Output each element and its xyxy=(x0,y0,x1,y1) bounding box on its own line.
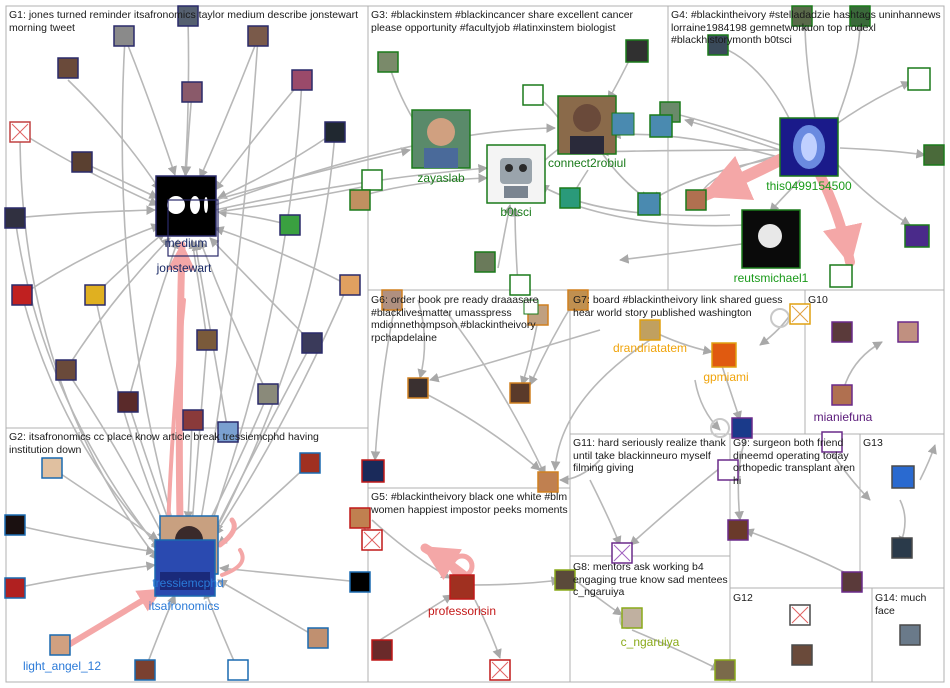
group-label-g13: G13 xyxy=(863,437,883,449)
node-label-b0tsci: b0tsci xyxy=(500,205,531,219)
node-label-tressiemcphd: tressiemcphd xyxy=(152,576,223,590)
node-label-this0499154500: this0499154500 xyxy=(766,179,852,193)
node-label-jonstewart: jonstewart xyxy=(156,261,212,275)
group-label-g2: G2: itsafronomics cc place know article … xyxy=(9,431,319,456)
group-label-g4: G4: #blackintheivory #stelladadzie hasht… xyxy=(671,9,941,46)
avatar-nodes xyxy=(4,5,945,681)
group-label-g8: G8: mentors ask working b4 engaging true… xyxy=(573,561,728,598)
major-nodes xyxy=(154,95,839,600)
group-label-g6: G6: order book pre ready draaasare #blac… xyxy=(371,294,539,344)
group-label-g11: G11: hard seriously realize thank until … xyxy=(573,437,726,474)
group-label-g10: G10 xyxy=(808,294,828,306)
node-label-drandriatatem: drandriatatem xyxy=(613,341,687,355)
group-label-g14: G14: much face xyxy=(875,592,927,617)
node-label-itsafronomics: itsafronomics xyxy=(149,599,220,613)
group-label-g7: G7: board #blackintheivory link shared g… xyxy=(573,294,783,319)
node-labels: medium jonstewart tressiemcphd itsafrono… xyxy=(23,156,873,673)
node-label-reutsmichael1: reutsmichael1 xyxy=(734,271,809,285)
node-label-medium: medium xyxy=(165,236,208,250)
group-label-g1: G1: jones turned reminder itsafronomics … xyxy=(9,9,358,34)
group-frames xyxy=(5,5,945,683)
group-label-g5: G5: #blackintheivory black one white #bl… xyxy=(371,491,568,516)
node-label-mianiefuna: mianiefuna xyxy=(814,410,873,424)
node-label-professorisin: professorisin xyxy=(428,604,496,618)
edges xyxy=(14,17,937,671)
node-label-light-angel-12: light_angel_12 xyxy=(23,659,101,673)
group-label-g9: G9: surgeon both friend dineemd operatin… xyxy=(733,437,855,487)
node-label-zayaslab: zayaslab xyxy=(417,171,465,185)
group-label-g3: G3: #blackinstem #blackincancer share ex… xyxy=(371,9,634,34)
node-label-gpmiami: gpmiami xyxy=(703,370,748,384)
node-label-c-ngaruiya: c_ngaruiya xyxy=(621,635,680,649)
group-label-g12: G12 xyxy=(733,592,753,604)
node-label-connect2robiul: connect2robiul xyxy=(548,156,626,170)
